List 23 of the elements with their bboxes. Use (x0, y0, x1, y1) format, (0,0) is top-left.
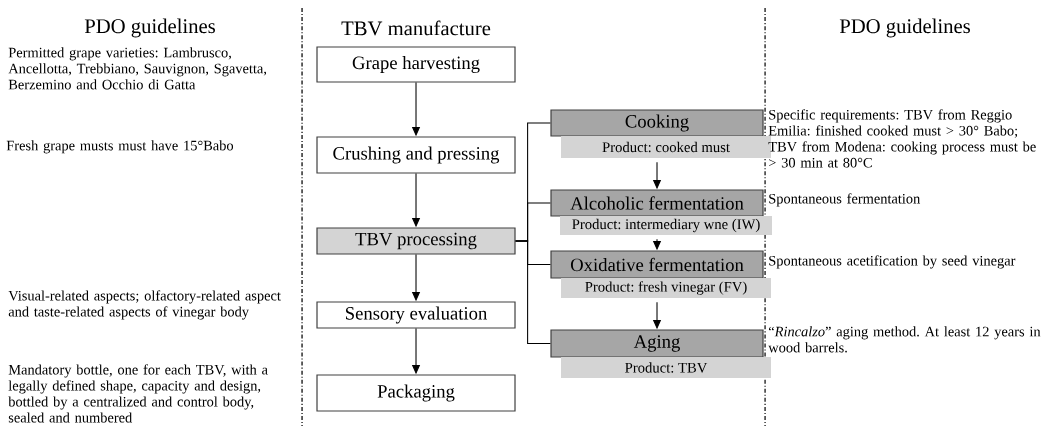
process-box: Sensory evaluation (316, 301, 516, 329)
product-band: Product: TBV (561, 357, 771, 378)
guideline-note: Fresh grape musts must have 15°Babo (6, 140, 234, 154)
process-box: Packaging (316, 374, 516, 412)
process-box: Grape harvesting (316, 46, 516, 83)
process-box: Crushing and pressing (316, 136, 516, 174)
product-band: Product: fresh vinegar (FV) (561, 278, 771, 298)
connector-line (515, 240, 551, 345)
process-box: Alcoholic fermentation (550, 189, 764, 217)
product-band: Product: intermediary wne (IW) (560, 216, 772, 235)
guideline-note: “Rincalzo” aging method. At least 12 years in wood barrels. (768, 326, 1041, 353)
process-box: TBV processing (316, 227, 516, 255)
process-box: Aging (550, 329, 764, 358)
guideline-note: Mandatory bottle, one for each TBV, with a legally defined shape, capacity and design, bottled by a centralized and control body, sealed and numbered (8, 364, 268, 423)
guideline-note: Permitted grape varieties: Lambrusco, Ancellotta, Trebbiano, Sauvignon, Sgavetta, Berzemino and Occhio di Gatta (8, 47, 266, 90)
guideline-note: Spontaneous fermentation (769, 193, 921, 207)
guideline-note: Spontaneous acetification by seed vinegar (769, 255, 1016, 269)
column-heading: PDO guidelines (839, 18, 970, 38)
guideline-note: Visual-related aspects; olfactory-related aspect and taste-related aspects of vinegar body (8, 290, 281, 320)
column-heading: PDO guidelines (84, 18, 215, 38)
process-box: Oxidative fermentation (550, 250, 764, 279)
guideline-note: Specific requirements: TBV from Reggio Emilia: finished cooked must > 30° Babo; TBV from Modena: cooking process must be > 30 min at 80°C (768, 109, 1036, 168)
process-box: Cooking (550, 109, 764, 137)
